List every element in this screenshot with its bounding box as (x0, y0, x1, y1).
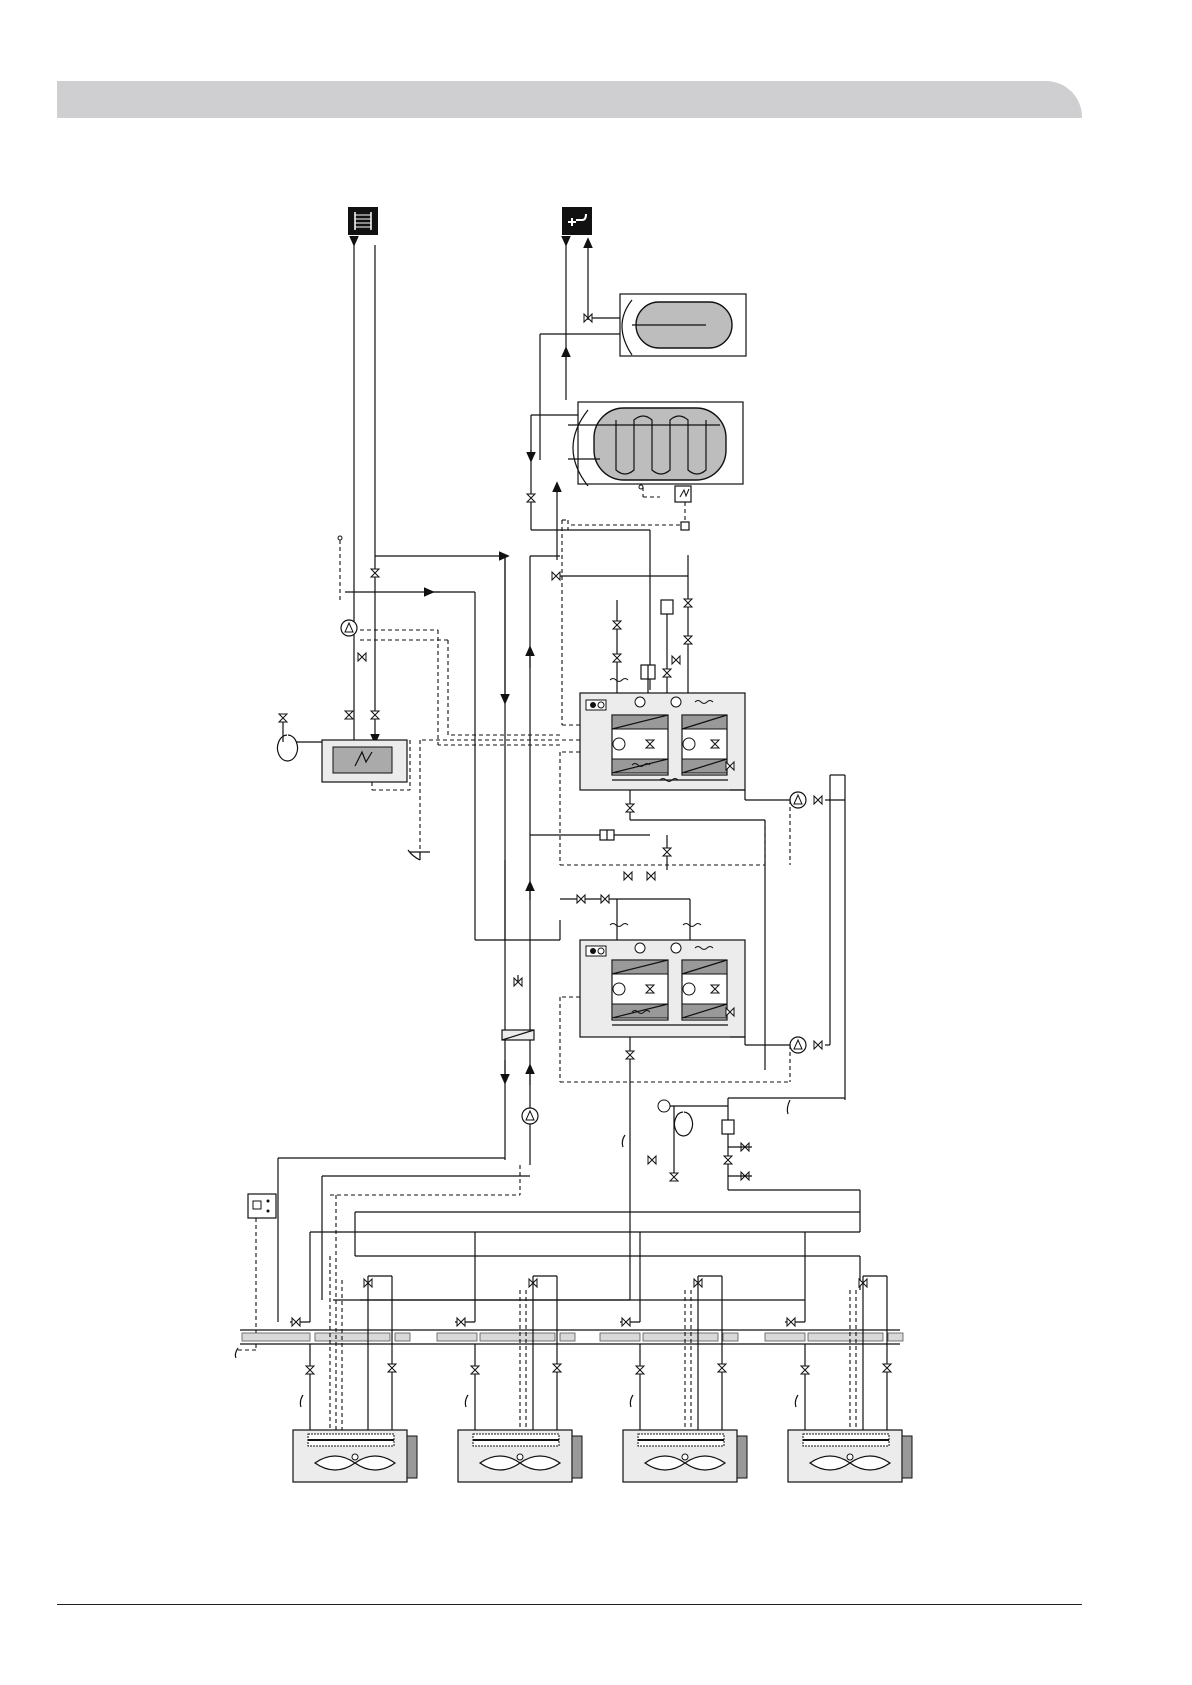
dhw-main-tank (568, 402, 743, 502)
footer-rule (57, 1604, 1082, 1605)
heating-circuit-pipes (338, 242, 560, 940)
fan-coil-2 (455, 1276, 582, 1482)
fan-coil-3 (620, 1276, 747, 1482)
fan-coil-4 (785, 1276, 912, 1482)
radiator-icon (348, 207, 378, 235)
dhw-preheater-tank (620, 294, 746, 356)
electric-boiler (278, 714, 410, 790)
tap-icon (562, 207, 592, 235)
room-controller-icon (248, 1194, 276, 1350)
main-distribution-pipes (502, 556, 690, 1165)
heat-pump-lower (580, 775, 830, 1140)
